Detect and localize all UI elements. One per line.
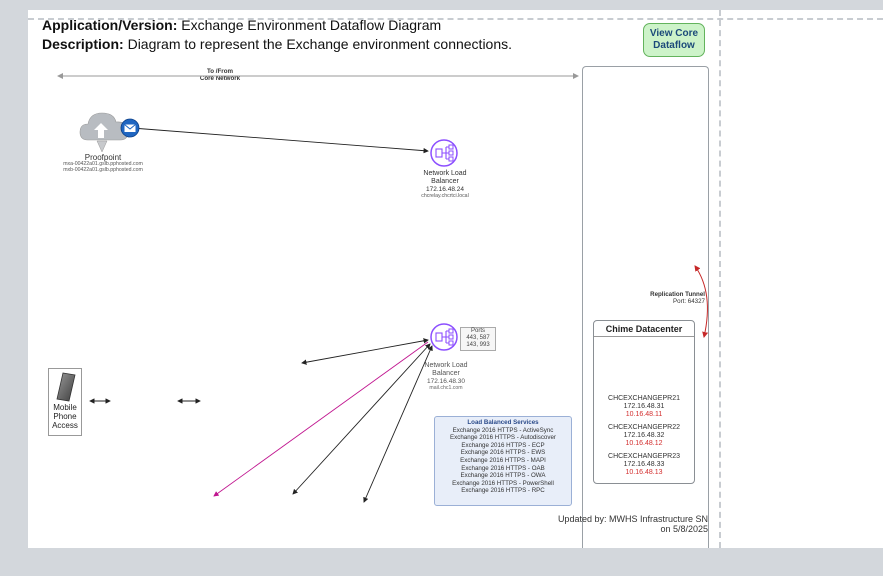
page-border-top (28, 18, 883, 20)
server-pr22-ip2: 10.16.48.12 (625, 440, 663, 448)
nlb1-line1: Network Load (423, 170, 467, 177)
cloud-icon (79, 112, 129, 153)
description-label: Description: (42, 36, 124, 52)
mobile-line3: Access (52, 421, 78, 431)
load-balancer-icon (430, 139, 458, 167)
description-value: Diagram to represent the Exchange enviro… (127, 36, 513, 52)
nlb1-host: chcrelay.chcrtci.local (421, 192, 469, 199)
mobile-label-group: Mobile Phone Access (49, 403, 81, 431)
nlb1-label-group: Network Load Balancer 172.16.48.24 chcre… (408, 170, 482, 200)
diagram-canvas: Application/Version: Exchange Environmen… (28, 10, 883, 548)
services-title: Load Balanced Services (467, 419, 539, 426)
nlb1-line2: Balancer (431, 178, 459, 186)
mobile-phone-box: Mobile Phone Access (48, 368, 82, 436)
server-pr21-ip: 172.16.48.31 (623, 403, 665, 411)
app-version-value: Exchange Environment Dataflow Diagram (181, 17, 442, 33)
service-item: Exchange 2016 HTTPS - Autodiscover (450, 434, 556, 442)
service-item: Exchange 2016 HTTPS - EWS (460, 449, 546, 457)
core-network-label: To /From Core Network (190, 68, 250, 82)
updated-by-group: Updated by: MWHS Infrastructure SN on 5/… (558, 514, 708, 535)
ports-line2: 143, 993 (466, 342, 490, 348)
updated-line1: Updated by: MWHS Infrastructure SN (557, 514, 708, 524)
page-border-right (719, 10, 721, 548)
nlb2-line2: Balancer (432, 370, 460, 378)
chime-divider (594, 336, 694, 337)
nlb2-line1: Network Load (424, 362, 468, 369)
server-pr22-name: CHCEXCHANGEPR22 (608, 424, 680, 431)
server-pr21-name: CHCEXCHANGEPR21 (608, 395, 680, 402)
service-item: Exchange 2016 HTTPS - PowerShell (452, 479, 554, 487)
app-version-line: Application/Version: Exchange Environmen… (42, 17, 441, 33)
chime-title: Chime Datacenter (605, 324, 683, 334)
proofpoint-to-nlb1-connector (131, 127, 429, 154)
server-pr23-name: CHCEXCHANGEPR23 (608, 453, 680, 460)
service-item: Exchange 2016 HTTPS - MAPI (460, 456, 546, 464)
proofpoint-host2: mxb-00422a01.gslb.pphosted.com (63, 167, 143, 174)
server-pr22-ip: 172.16.48.32 (623, 432, 665, 440)
load-balanced-services-box: Load Balanced Services Exchange 2016 HTT… (434, 416, 572, 506)
service-item: Exchange 2016 HTTPS - RPC (461, 487, 545, 495)
nlb2-label-group: Network Load Balancer 172.16.48.30 mail.… (410, 362, 482, 392)
proofpoint-label-group: Proofpoint mxa-00422a01.gslb.pphosted.co… (48, 153, 158, 174)
view-core-line2: Dataflow (653, 40, 695, 51)
ports-box: Ports 443, 587 143, 993 (460, 327, 496, 351)
replication-port: Port: 64327 (673, 298, 705, 306)
view-core-line1: View Core (649, 28, 699, 39)
app-version-label: Application/Version: (42, 17, 178, 33)
replication-label-group: Replication Tunnel Port: 64327 (650, 291, 705, 305)
replication-title: Replication Tunnel (650, 291, 705, 298)
core-network-line1: To /From (206, 68, 233, 75)
server-pr23-ip: 172.16.48.33 (623, 461, 665, 469)
load-balancer-icon (430, 323, 458, 351)
mobile-phone-icon (56, 372, 76, 402)
server-pr23-ip2: 10.16.48.13 (625, 469, 663, 477)
service-item: Exchange 2016 HTTPS - OWA (460, 472, 546, 480)
chime-datacenter-box: Chime Datacenter (593, 320, 695, 484)
server-pr21: CHCEXCHANGEPR21 172.16.48.31 10.16.48.11 (594, 395, 694, 419)
server-pr22: CHCEXCHANGEPR22 172.16.48.32 10.16.48.12 (594, 424, 694, 448)
ports-line1: 443, 587 (466, 335, 490, 341)
core-network-line2: Core Network (199, 75, 241, 83)
updated-line2: on 5/8/2025 (660, 524, 708, 535)
proofpoint-host1: mxa-00422a01.gslb.pphosted.com (63, 161, 143, 168)
server-pr23: CHCEXCHANGEPR23 172.16.48.33 10.16.48.13 (594, 453, 694, 477)
mobile-line2: Phone (53, 412, 77, 422)
server-pr21-ip2: 10.16.48.11 (625, 411, 663, 419)
proofpoint-name: Proofpoint (84, 153, 122, 162)
ports-title: Ports (470, 328, 485, 334)
mobile-line1: Mobile (53, 403, 77, 412)
service-item: Exchange 2016 HTTPS - ECP (461, 441, 545, 449)
nlb2-magenta-connector (213, 341, 429, 497)
view-core-dataflow-button[interactable]: View Core Dataflow (643, 23, 705, 57)
nlb2-host: mail.chc1.com (429, 384, 463, 391)
nlb2-left-connector (301, 338, 429, 365)
email-icon (120, 118, 140, 138)
nlb1-ip: 172.16.48.24 (426, 186, 464, 194)
service-item: Exchange 2016 HTTPS - ActiveSync (452, 426, 554, 434)
description-line: Description: Diagram to represent the Ex… (42, 36, 512, 52)
nlb2-ip: 172.16.48.30 (427, 378, 465, 386)
service-item: Exchange 2016 HTTPS - OAB (461, 464, 545, 472)
